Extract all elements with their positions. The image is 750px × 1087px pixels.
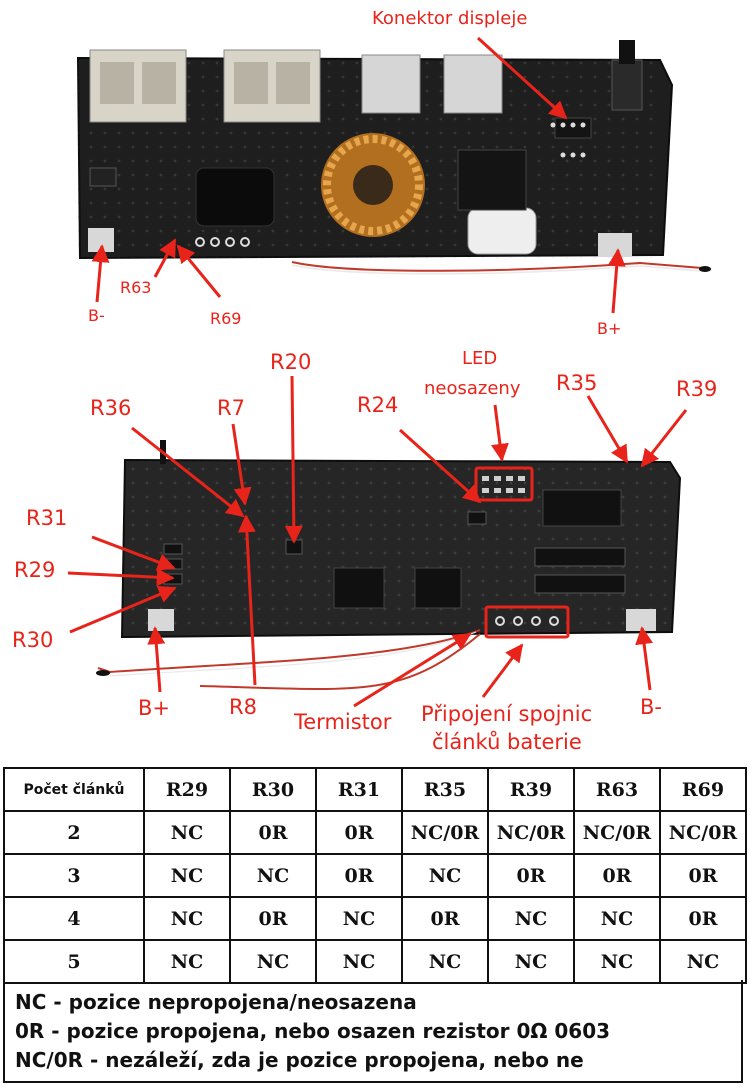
legend-line-nc-0r: NC/0R - nezáleží, zda je pozice propojen… — [15, 1048, 584, 1072]
table-cell: NC — [401, 939, 489, 984]
table-cell: NC — [143, 896, 231, 941]
cell-config-table: Počet článků R29 R30 R31 R35 R39 R63 R69… — [3, 767, 747, 984]
table-header: R30 — [229, 767, 317, 812]
usb-c-port-2 — [443, 54, 503, 114]
table-cell: NC/0R — [573, 810, 661, 855]
legend-box: NC - pozice nepropojena/neosazena 0R - p… — [3, 980, 743, 1083]
label-r8: R8 — [229, 695, 257, 719]
table-cell: 0R — [229, 810, 317, 855]
label-b-minus-top: B- — [88, 306, 105, 325]
table-cell: NC — [315, 939, 403, 984]
usb-a-port-2 — [223, 49, 321, 123]
usb-a-port-1 — [89, 49, 187, 123]
table-cell: 5 — [3, 939, 145, 984]
toroid-inductor — [321, 133, 425, 237]
table-cell: NC — [229, 853, 317, 898]
table-cell: 0R — [401, 896, 489, 941]
table-header: R63 — [573, 767, 661, 812]
table-cell: NC/0R — [401, 810, 489, 855]
label-r24: R24 — [357, 393, 399, 417]
highlight-boxes — [474, 466, 570, 639]
label-led-line2: neosazeny — [424, 378, 521, 399]
table-row: 2 NC 0R 0R NC/0R NC/0R NC/0R NC/0R — [3, 810, 747, 855]
label-b-plus-bottom: B+ — [138, 696, 171, 720]
table-cell: NC — [573, 939, 661, 984]
table-cell: NC — [573, 896, 661, 941]
label-pripojeni-line2: článků baterie — [432, 730, 582, 754]
table-cell: 2 — [3, 810, 145, 855]
table-cell: 0R — [487, 853, 575, 898]
table-header: R29 — [143, 767, 231, 812]
table-cell: 0R — [659, 853, 747, 898]
label-b-minus-bottom: B- — [640, 695, 662, 719]
table-row: 3 NC NC 0R NC 0R 0R 0R — [3, 853, 747, 898]
table-cell: 0R — [573, 853, 661, 898]
usb-c-port-1 — [361, 54, 421, 114]
table-cell: NC — [401, 853, 489, 898]
table-cell: NC — [143, 853, 231, 898]
label-b-plus-top: B+ — [597, 319, 622, 338]
table-cell: NC/0R — [659, 810, 747, 855]
table-cell: NC — [143, 939, 231, 984]
table-header: R31 — [315, 767, 403, 812]
table-cell: 0R — [229, 896, 317, 941]
table-cell: NC — [487, 896, 575, 941]
table-row: 4 NC 0R NC 0R NC NC 0R — [3, 896, 747, 941]
label-r69: R69 — [210, 309, 242, 328]
table-cell: NC — [143, 810, 231, 855]
table-cell: 3 — [3, 853, 145, 898]
legend-line-nc: NC - pozice nepropojena/neosazena — [15, 990, 417, 1014]
label-r29: R29 — [14, 558, 56, 582]
table-cell: 0R — [315, 853, 403, 898]
label-termistor: Termistor — [294, 710, 392, 734]
legend-line-0r: 0R - pozice propojena, nebo osazen rezis… — [15, 1019, 611, 1043]
pcb-drawing — [67, 36, 711, 708]
label-r7: R7 — [217, 396, 245, 420]
label-r35: R35 — [556, 371, 598, 395]
pcb-diagram: Konektor displeje B- R63 R69 B+ R20 LED … — [12, 8, 718, 754]
table-cell: 0R — [315, 810, 403, 855]
table-cell: 4 — [3, 896, 145, 941]
table-cell: NC — [659, 939, 747, 984]
bottom-board — [96, 440, 682, 690]
table-header: R35 — [401, 767, 489, 812]
table-header: Počet článků — [3, 767, 145, 812]
label-r39: R39 — [676, 377, 718, 401]
table-cell: NC — [487, 939, 575, 984]
table-header: R69 — [659, 767, 747, 812]
annotation-arrows — [67, 36, 688, 708]
label-r20: R20 — [270, 350, 312, 374]
table-cell: NC — [315, 896, 403, 941]
label-pripojeni-line1: Připojení spojnic — [421, 702, 593, 726]
label-konektor-displeje: Konektor displeje — [372, 8, 528, 29]
label-r31: R31 — [26, 506, 68, 530]
table-header-row: Počet článků R29 R30 R31 R35 R39 R63 R69 — [3, 767, 747, 812]
label-r30: R30 — [12, 628, 54, 652]
top-board — [76, 40, 711, 275]
label-r36: R36 — [90, 396, 132, 420]
table-header: R39 — [487, 767, 575, 812]
label-led-line1: LED — [462, 348, 498, 369]
table-row: 5 NC NC NC NC NC NC NC — [3, 939, 747, 984]
table-cell: 0R — [659, 896, 747, 941]
table-cell: NC — [229, 939, 317, 984]
label-r63: R63 — [120, 278, 152, 297]
table-cell: NC/0R — [487, 810, 575, 855]
